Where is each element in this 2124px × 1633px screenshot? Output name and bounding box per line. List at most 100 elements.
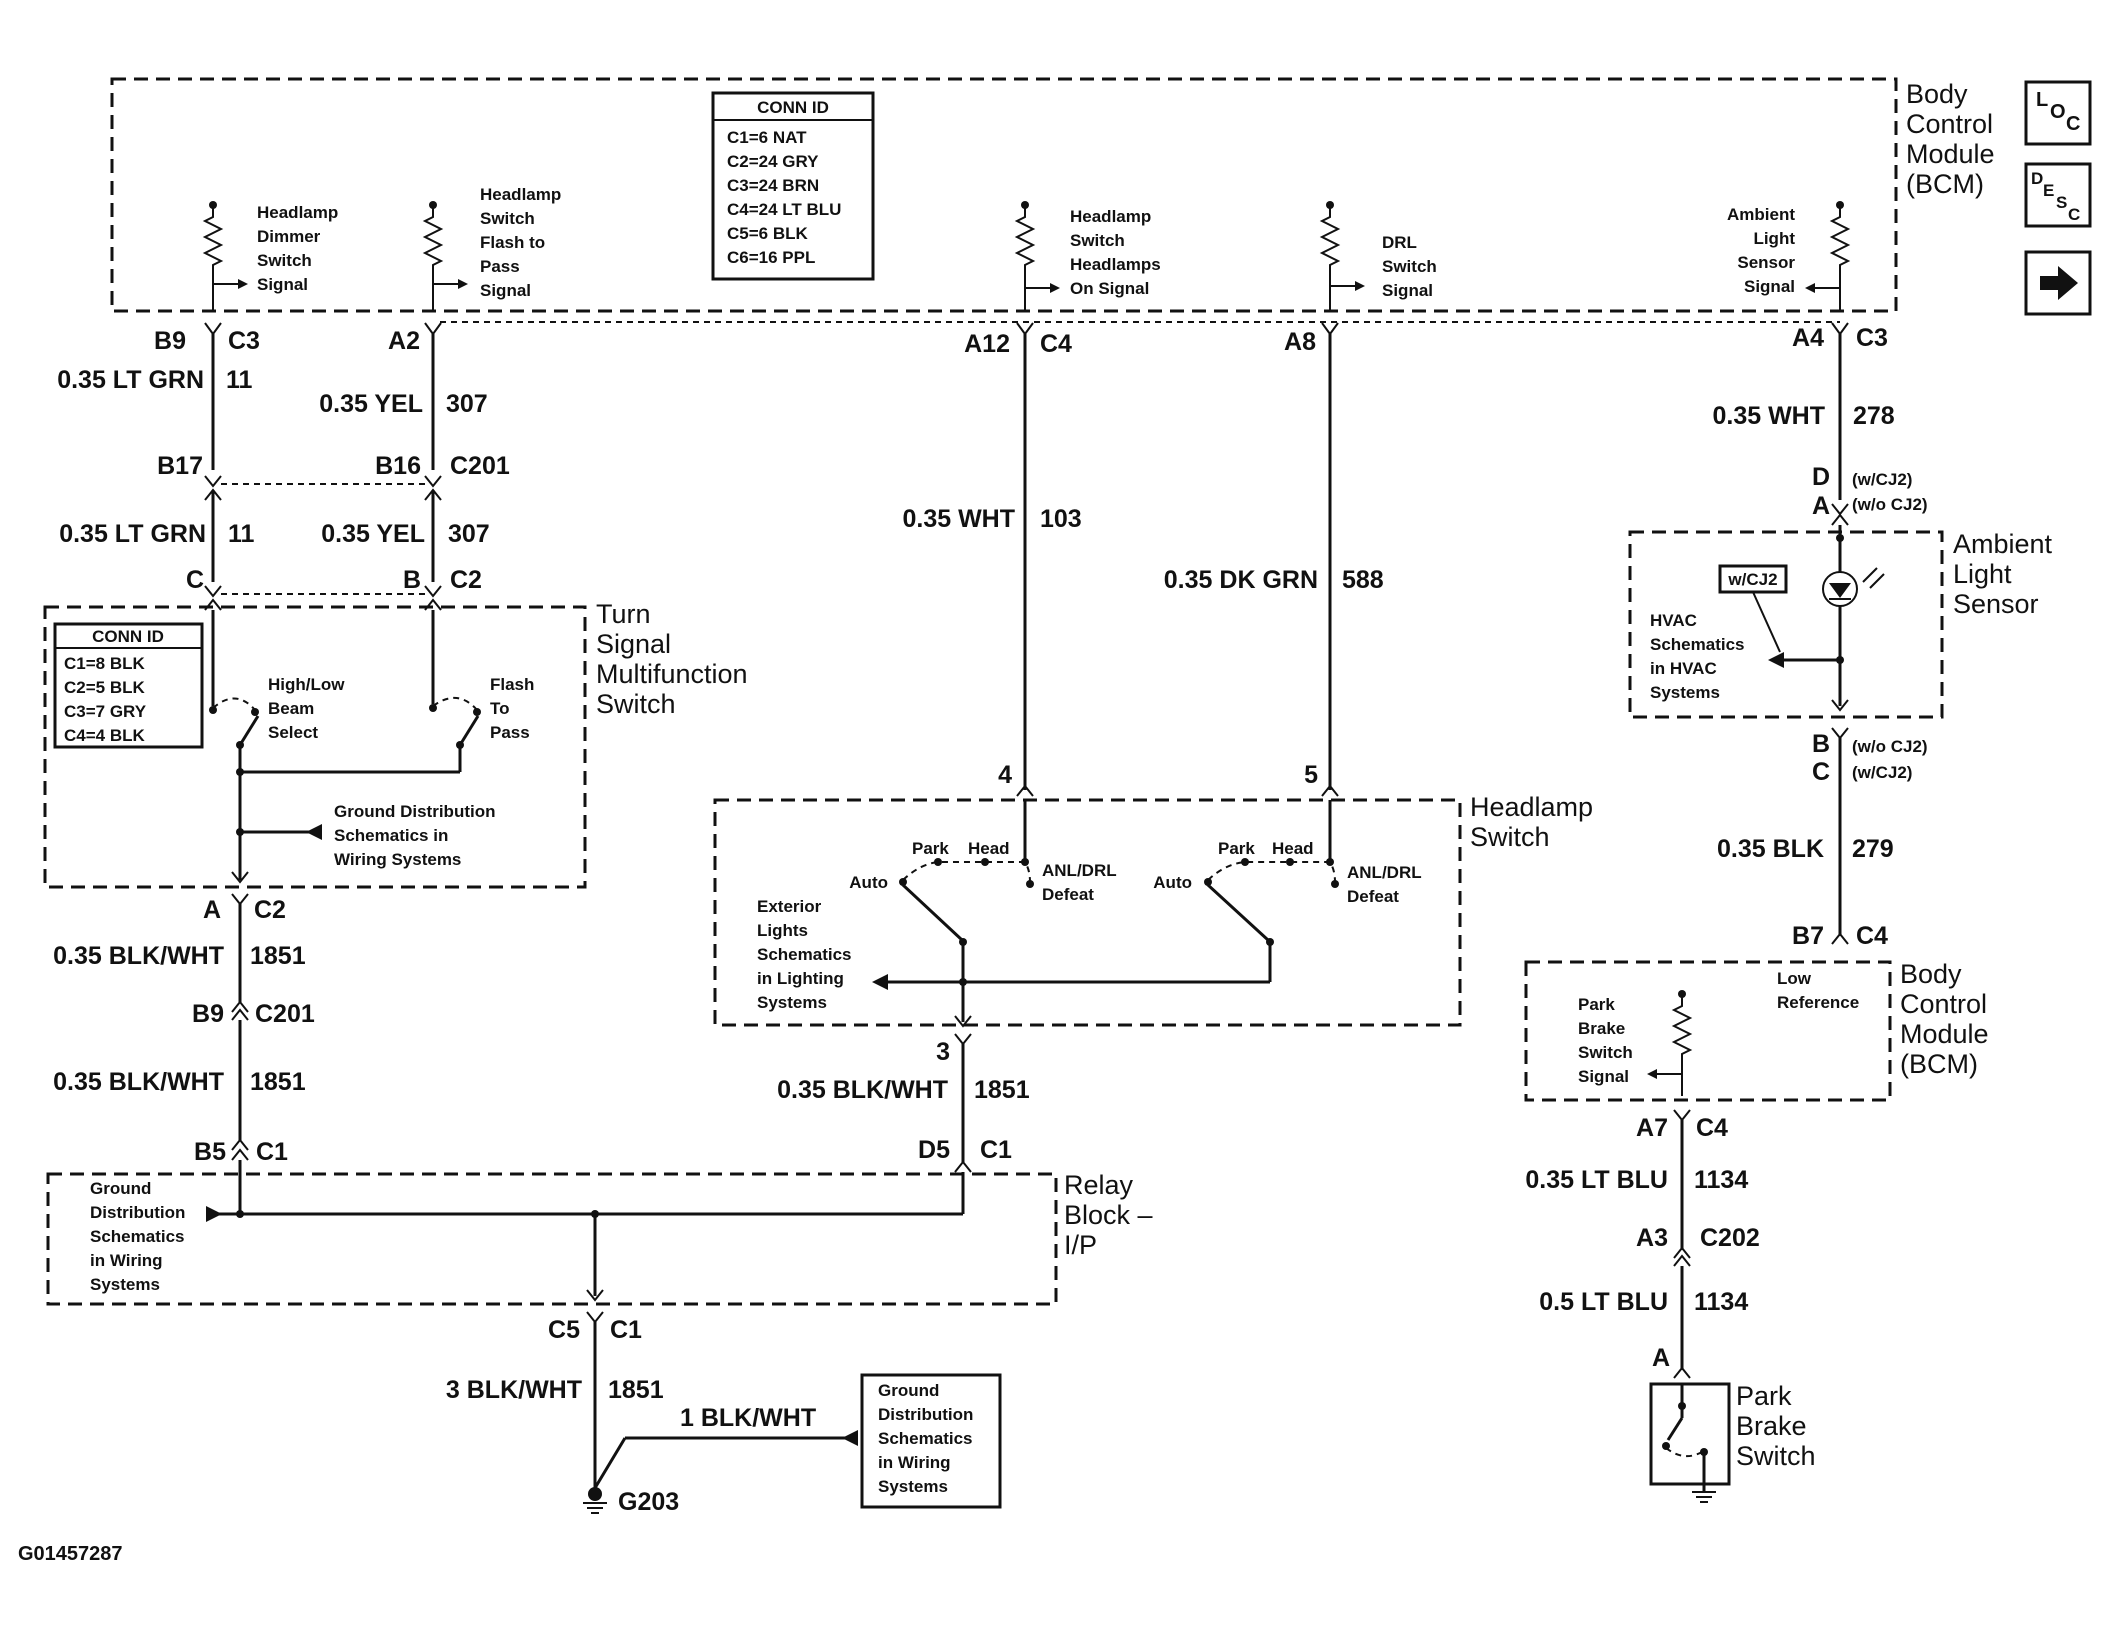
wire-588-num: 588 (1342, 566, 1384, 594)
wcj2-note-d: (w/CJ2) (1852, 470, 1912, 489)
wire-1851-left (231, 893, 249, 1161)
wire-1134-num-b: 1134 (1694, 1288, 1748, 1316)
wire-1851-mid (954, 1033, 972, 1173)
wire-278-color: 0.35 WHT (1712, 402, 1825, 430)
turn-signal-title: Turn Signal Multifunction Switch (596, 599, 755, 719)
pin-b7: B7 (1792, 922, 1824, 950)
wire-1851-num-a: 1851 (250, 942, 306, 970)
g203-wires (586, 1311, 858, 1489)
svg-text:CONN ID: CONN ID (92, 627, 164, 646)
headlamp-switch-title: Headlamp Switch (1470, 792, 1601, 852)
svg-text:C: C (2066, 113, 2080, 135)
svg-text:O: O (2050, 101, 2066, 123)
pin-d: D (1812, 463, 1830, 491)
wcj2-note-c: (w/CJ2) (1852, 763, 1912, 782)
svg-text:Reference: Reference (1777, 993, 1859, 1012)
pin-c4c: C4 (1696, 1114, 1728, 1142)
pin-a12: A12 (964, 330, 1010, 358)
pin-c4: C4 (1040, 330, 1072, 358)
pin-d5: D5 (918, 1136, 950, 1164)
svg-text:Head: Head (968, 839, 1010, 858)
pin-3: 3 (936, 1038, 950, 1066)
loc-icon[interactable]: L O C (2024, 80, 2092, 146)
next-arrow-icon[interactable] (2024, 250, 2092, 316)
svg-text:S: S (2056, 193, 2067, 212)
svg-text:Head: Head (1272, 839, 1314, 858)
pin-5: 5 (1304, 761, 1318, 789)
wire-103-color: 0.35 WHT (902, 505, 1015, 533)
wire-1134-color-b: 0.5 LT BLU (1539, 1288, 1668, 1316)
pin-c2b: C2 (254, 896, 286, 924)
pin-a-als: A (1812, 492, 1830, 520)
wire-1851-color-c: 0.35 BLK/WHT (777, 1076, 948, 1104)
wire-1851-color-d: 3 BLK/WHT (446, 1376, 582, 1404)
pin-b9b: B9 (192, 1000, 224, 1028)
pin-b17: B17 (157, 452, 203, 480)
pin-c: C (186, 566, 204, 594)
pin-c1b: C1 (980, 1136, 1012, 1164)
wire-1851-color-a: 0.35 BLK/WHT (53, 942, 224, 970)
wire-11-color-b: 0.35 LT GRN (59, 520, 206, 548)
diagram-id: G01457287 (18, 1543, 123, 1565)
pin-c4b: C4 (1856, 922, 1888, 950)
wire-1851-color-b: 0.35 BLK/WHT (53, 1068, 224, 1096)
pin-a: A (203, 896, 221, 924)
desc-icon[interactable]: D E S C (2024, 162, 2092, 228)
conn-id-lines: C1=6 NAT C2=24 GRY C3=24 BRN C4=24 LT BL… (727, 128, 846, 267)
wire-11-307 (204, 334, 442, 611)
wire-279-num: 279 (1852, 835, 1894, 863)
pin-b16: B16 (375, 452, 421, 480)
wire-1134 (1673, 1120, 1691, 1379)
pin-b5: B5 (194, 1138, 226, 1166)
svg-text:Low: Low (1777, 969, 1812, 988)
wire-279-color: 0.35 BLK (1717, 835, 1824, 863)
g203-ground-icon (583, 1487, 607, 1514)
conn-id-header: CONN ID (757, 98, 829, 117)
bcm-bottom-title: Body Control Module (BCM) (1900, 959, 1996, 1079)
wire-588 (1321, 334, 1339, 797)
pin-a2: A2 (388, 327, 420, 355)
wire-1134-num-a: 1134 (1694, 1166, 1748, 1194)
pin-a-pb: A (1652, 1344, 1670, 1372)
wire-307-num-a: 307 (446, 390, 488, 418)
wocj2-note-a: (w/o CJ2) (1852, 495, 1928, 514)
wire-11-num-a: 11 (226, 366, 253, 394)
pin-c201b: C201 (255, 1000, 315, 1028)
svg-text:C1=8 BLK C2=5 BLK: C1=8 BLK C2=5 BLK C3=7 GRY C4=4 BLK (64, 654, 150, 745)
svg-text:Park: Park (912, 839, 949, 858)
svg-text:E: E (2043, 181, 2054, 200)
pin-a3: A3 (1636, 1224, 1668, 1252)
wire-307-num-b: 307 (448, 520, 490, 548)
pin-c3: C3 (228, 327, 260, 355)
wire-1851-num-c: 1851 (974, 1076, 1030, 1104)
wire-307-color-a: 0.35 YEL (319, 390, 423, 418)
pin-b-als: B (1812, 730, 1830, 758)
wcj2-option-label: w/CJ2 (1727, 570, 1777, 589)
pin-c1c: C1 (610, 1316, 642, 1344)
ground-g203-label: G203 (618, 1488, 679, 1516)
relay-block-title: Relay Block – I/P (1064, 1170, 1160, 1260)
ambient-sensor-title: Ambient Light Sensor (1953, 529, 2060, 619)
pin-c1a: C1 (256, 1138, 288, 1166)
pin-a7: A7 (1636, 1114, 1668, 1142)
svg-text:L: L (2036, 89, 2048, 111)
pin-c202: C202 (1700, 1224, 1760, 1252)
